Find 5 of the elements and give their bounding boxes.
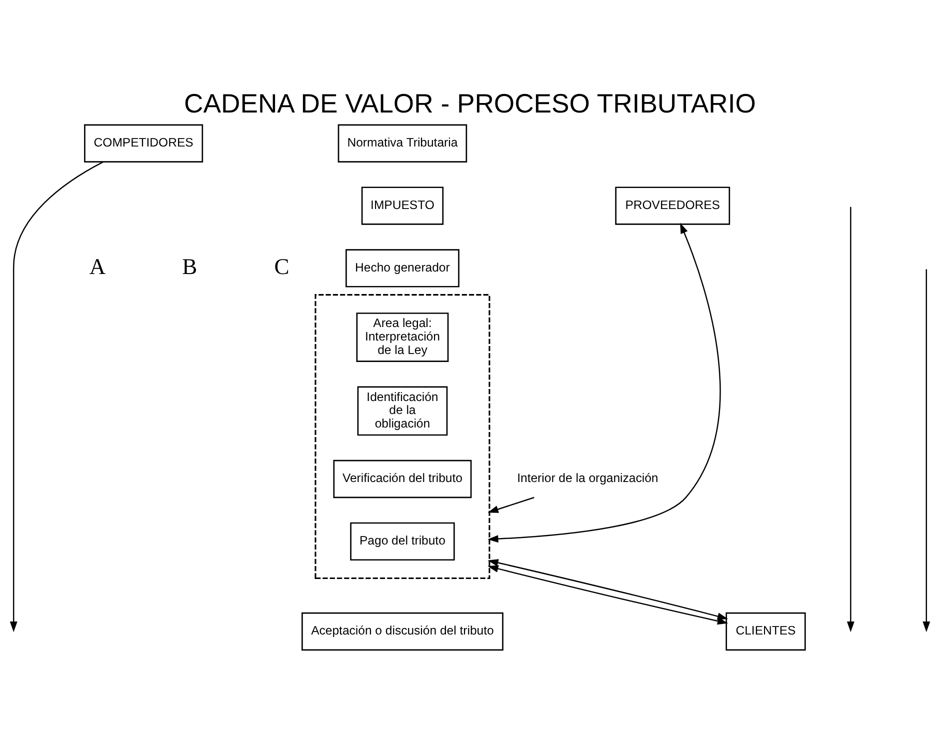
diagram-title: CADENA DE VALOR - PROCESO TRIBUTARIO [184, 88, 756, 118]
label: B [182, 254, 197, 279]
label: C [274, 254, 289, 279]
label: A [88, 254, 106, 279]
node-text: Interior de la organización [516, 471, 658, 486]
